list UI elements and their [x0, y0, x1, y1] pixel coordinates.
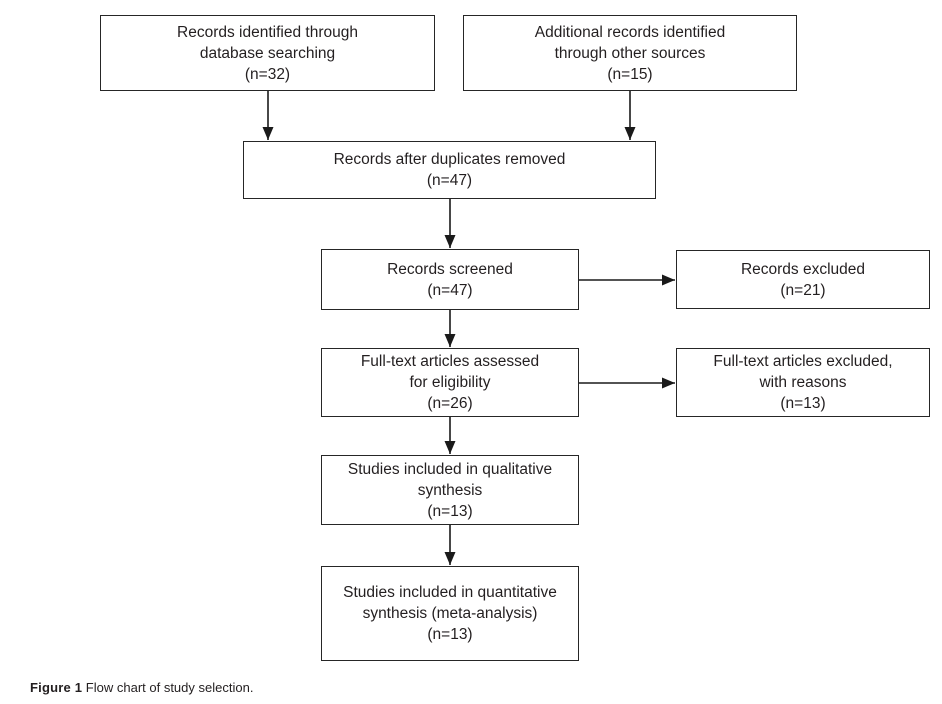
node-qualitative-synthesis: Studies included in qualitative synthesi… — [321, 455, 579, 525]
node-fulltext-excluded: Full-text articles excluded, with reason… — [676, 348, 930, 417]
node-duplicates-removed-label: Records after duplicates removed (n=47) — [333, 151, 566, 189]
node-fulltext-excluded-label: Full-text articles excluded, with reason… — [713, 353, 893, 412]
node-records-screened-label: Records screened (n=47) — [387, 260, 513, 299]
node-records-excluded: Records excluded (n=21) — [676, 250, 930, 309]
node-qualitative-synthesis-label: Studies included in qualitative synthesi… — [347, 460, 553, 520]
node-fulltext-assessed-label: Full-text articles assessed for eligibil… — [360, 353, 540, 412]
node-records-identified-label: Records identified through database sear… — [177, 23, 358, 83]
node-quantitative-synthesis: Studies included in quantitative synthes… — [321, 566, 579, 661]
figure-caption: Figure 1 Flow chart of study selection. — [30, 680, 253, 695]
node-additional-records-label: Additional records identified through ot… — [534, 23, 726, 83]
node-records-screened: Records screened (n=47) — [321, 249, 579, 310]
node-additional-records: Additional records identified through ot… — [463, 15, 797, 91]
figure-caption-number: Figure 1 — [30, 680, 83, 695]
figure-caption-text: Flow chart of study selection. — [85, 680, 254, 695]
node-fulltext-assessed: Full-text articles assessed for eligibil… — [321, 348, 579, 417]
node-quantitative-synthesis-label: Studies included in quantitative synthes… — [343, 584, 557, 643]
node-records-identified: Records identified through database sear… — [100, 15, 435, 91]
node-duplicates-removed: Records after duplicates removed (n=47) — [243, 141, 656, 199]
node-records-excluded-label: Records excluded (n=21) — [740, 260, 866, 299]
